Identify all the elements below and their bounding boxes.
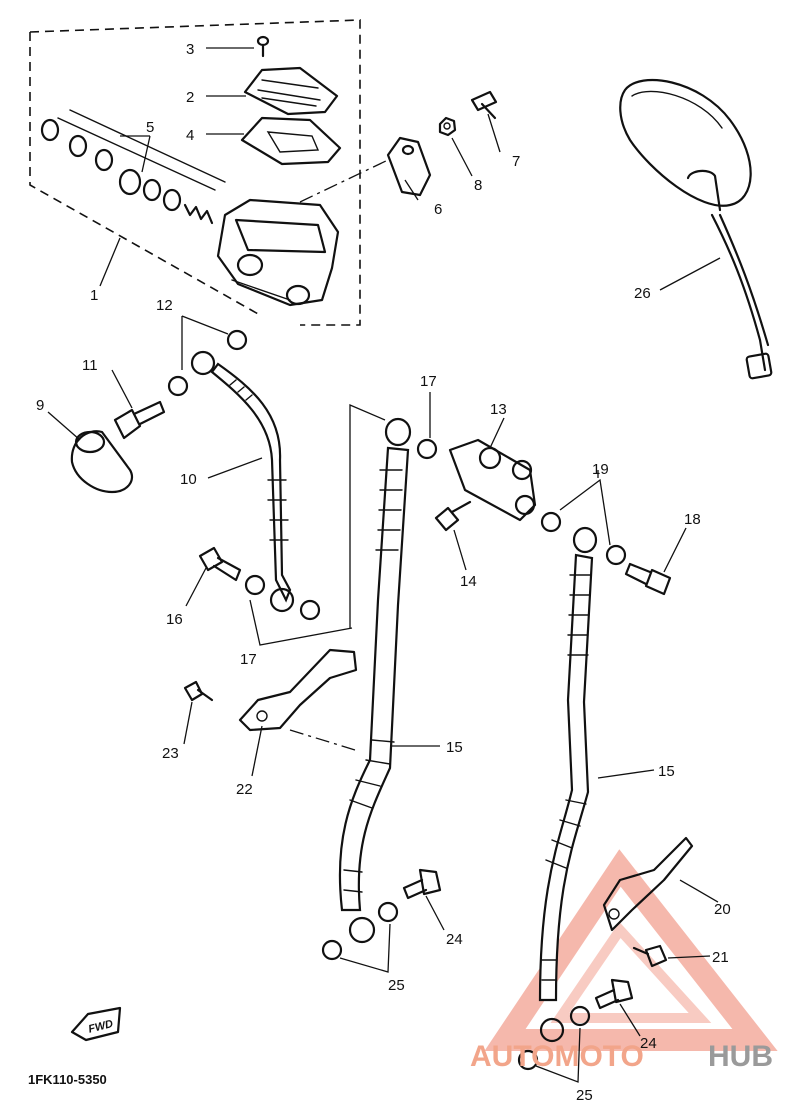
washer-25a bbox=[321, 939, 343, 961]
callout-16: 16 bbox=[166, 611, 183, 628]
callout-14: 14 bbox=[460, 573, 477, 590]
union-bolt-16 bbox=[198, 546, 242, 582]
callout-9: 9 bbox=[36, 397, 44, 414]
watermark-logo bbox=[484, 849, 778, 1051]
callout-19: 19 bbox=[592, 461, 609, 478]
union-bolt-11 bbox=[113, 400, 166, 440]
diaphragm-4 bbox=[240, 116, 342, 166]
callout-7: 7 bbox=[512, 153, 520, 170]
leader-lines bbox=[47, 47, 721, 1037]
washer-17a bbox=[244, 574, 266, 596]
watermark-text-accent: AUTOMOTO bbox=[470, 1040, 644, 1073]
fwd-arrow-icon bbox=[70, 1006, 122, 1042]
brake-joint-13 bbox=[448, 438, 537, 522]
washer-17c bbox=[416, 438, 438, 460]
callout-11: 11 bbox=[82, 357, 98, 374]
callout-3: 3 bbox=[186, 41, 194, 58]
callout-26: 26 bbox=[634, 285, 651, 302]
callout-6: 6 bbox=[434, 201, 442, 218]
union-bolt-24b bbox=[594, 978, 634, 1010]
hose-clamp-20 bbox=[602, 836, 694, 932]
washer-25d bbox=[569, 1005, 591, 1027]
assembly-line-6 bbox=[299, 159, 389, 203]
washer-12b bbox=[167, 375, 189, 397]
callout-22: 22 bbox=[236, 781, 253, 798]
brake-hose-10 bbox=[190, 350, 295, 613]
nut-8 bbox=[438, 116, 457, 137]
washer-25b bbox=[377, 901, 399, 923]
union-bolt-18 bbox=[624, 562, 672, 596]
bolt-23 bbox=[183, 680, 214, 702]
assembly-line-22 bbox=[289, 729, 356, 751]
washer-19b bbox=[605, 544, 627, 566]
brake-hose-15-left bbox=[338, 417, 412, 944]
washer-25c bbox=[517, 1049, 539, 1071]
callout-2: 2 bbox=[186, 89, 194, 106]
drawing-code: 1FK110-5350 bbox=[28, 1072, 107, 1087]
reservoir-cap-2 bbox=[243, 66, 339, 116]
bolt-7 bbox=[470, 90, 498, 120]
watermark-text-dark: HUB bbox=[708, 1040, 773, 1073]
callout-15-left: 15 bbox=[446, 739, 463, 756]
callout-17-lower: 17 bbox=[240, 651, 257, 668]
callout-18: 18 bbox=[684, 511, 701, 528]
callout-1: 1 bbox=[90, 287, 98, 304]
callout-15-right: 15 bbox=[658, 763, 675, 780]
callout-25-right: 25 bbox=[576, 1087, 593, 1104]
callout-4: 4 bbox=[186, 127, 194, 144]
protector-boot-9 bbox=[70, 430, 134, 494]
union-bolt-24a bbox=[402, 868, 442, 900]
callout-13: 13 bbox=[490, 401, 507, 418]
callout-5: 5 bbox=[146, 119, 154, 136]
fwd-label: FWD bbox=[87, 1018, 114, 1036]
mirror-26 bbox=[619, 78, 773, 380]
washer-17b bbox=[299, 599, 321, 621]
hose-clamp-22 bbox=[238, 648, 358, 732]
callout-17-upper: 17 bbox=[420, 373, 437, 390]
washer-19a bbox=[540, 511, 562, 533]
piston-kit-5 bbox=[40, 109, 226, 225]
bolt-21 bbox=[632, 944, 668, 968]
master-cylinder-group-outline bbox=[29, 19, 361, 326]
screw-3 bbox=[256, 35, 270, 58]
callout-24-right: 24 bbox=[640, 1035, 657, 1052]
callout-8: 8 bbox=[474, 177, 482, 194]
callout-10: 10 bbox=[180, 471, 197, 488]
callout-20: 20 bbox=[714, 901, 731, 918]
brake-hose-15-right bbox=[538, 526, 598, 1043]
holder-bracket-6 bbox=[386, 136, 432, 197]
callout-23: 23 bbox=[162, 745, 179, 762]
callout-21: 21 bbox=[712, 949, 729, 966]
bolt-14 bbox=[434, 500, 472, 532]
callout-12: 12 bbox=[156, 297, 173, 314]
washer-12a bbox=[226, 329, 248, 351]
callout-24-left: 24 bbox=[446, 931, 463, 948]
master-cylinder-body bbox=[216, 198, 340, 307]
callout-25-left: 25 bbox=[388, 977, 405, 994]
